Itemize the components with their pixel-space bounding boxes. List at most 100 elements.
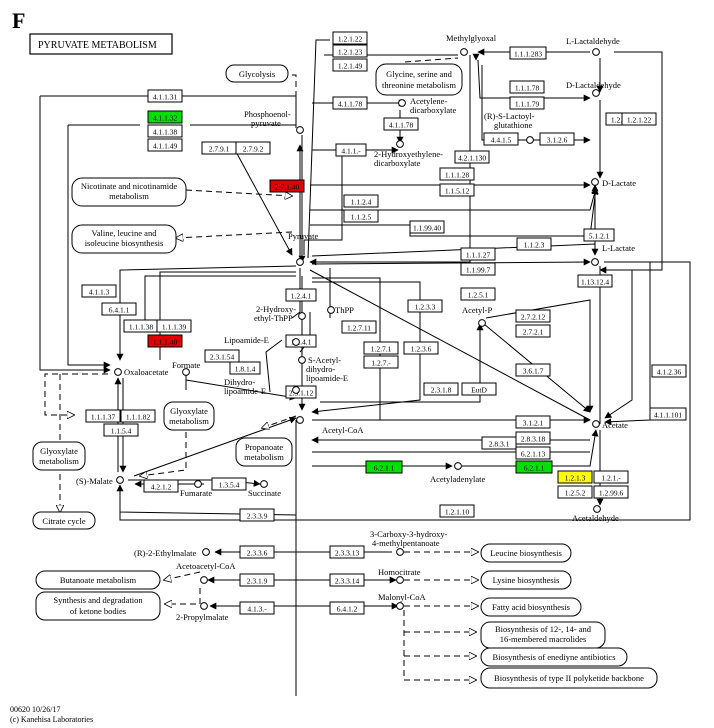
compound-node[interactable] [296, 126, 304, 134]
pathway-box[interactable] [32, 511, 96, 530]
compound-node[interactable] [591, 258, 599, 266]
enzyme-box[interactable]: 4.1.3.- [239, 601, 275, 615]
enzyme-box[interactable]: 2.3.3.9 [239, 508, 275, 522]
compound-node[interactable] [396, 548, 404, 556]
enzyme-box[interactable]: 1.1.1.37 [85, 409, 121, 423]
enzyme-box[interactable]: 3.1.2.1 [515, 415, 551, 429]
compound-node[interactable] [591, 178, 599, 186]
compound-node[interactable] [592, 420, 600, 428]
enzyme-box[interactable]: 2.3.3.6 [239, 545, 275, 559]
enzyme-box[interactable]: 1.2.99.6 [593, 485, 629, 499]
enzyme-box[interactable]: 1.1.99.7 [460, 262, 496, 276]
compound-node[interactable] [592, 89, 600, 97]
enzyme-box[interactable]: 1.2.5.2 [557, 485, 593, 499]
enzyme-box[interactable]: 4.2.1.2 [143, 479, 179, 493]
enzyme-box[interactable]: 1.2.7.1 [363, 341, 399, 355]
enzyme-box[interactable]: 1.2.1.23 [332, 44, 368, 58]
enzyme-box[interactable]: 4.1.1.78 [332, 96, 368, 110]
enzyme-box[interactable]: 4.1.1.- [335, 143, 367, 157]
pathway-box[interactable] [480, 647, 628, 667]
enzyme-box[interactable]: 6.4.1.2 [329, 601, 365, 615]
enzyme-box[interactable]: 1.13.12.4 [577, 274, 613, 288]
compound-node[interactable] [460, 48, 468, 56]
enzyme-box[interactable]: 4.1.1.31 [147, 89, 183, 103]
enzyme-box[interactable]: 1.2.1.49 [332, 58, 368, 72]
pathway-box[interactable] [163, 401, 215, 431]
compound-node[interactable] [593, 505, 601, 513]
pathway-box[interactable] [35, 570, 161, 590]
compound-node[interactable] [592, 48, 600, 56]
enzyme-box[interactable]: 4.1.1.101 [649, 407, 687, 421]
enzyme-box[interactable]: 1.1.1.283 [509, 46, 547, 60]
enzyme-box[interactable]: 6.2.1.1 [515, 460, 553, 474]
enzyme-box[interactable]: 1.2.1.22 [621, 112, 657, 126]
enzyme-box[interactable]: 1.1.2.3 [516, 237, 552, 251]
compound-node[interactable] [298, 312, 306, 320]
enzyme-box[interactable]: 4.1.1.32 [147, 110, 183, 124]
compound-node[interactable] [526, 136, 534, 144]
enzyme-box[interactable]: 1.1.99.40 [409, 220, 445, 234]
enzyme-box[interactable]: 1.2.1.10 [439, 504, 475, 518]
enzyme-box[interactable]: 1.2.7.11 [341, 320, 377, 334]
enzyme-box[interactable]: 2.7.9.1 [201, 141, 237, 155]
compound-node[interactable] [194, 480, 202, 488]
enzyme-box[interactable]: 1.2.7.- [363, 355, 399, 369]
compound-node[interactable] [116, 476, 124, 484]
enzyme-box[interactable]: 6.2.1.1 [365, 460, 403, 474]
pathway-box[interactable] [71, 224, 177, 254]
enzyme-box[interactable]: 1.2.1.3 [557, 470, 593, 484]
enzyme-box[interactable]: 4.2.1.130 [454, 150, 490, 164]
enzyme-box[interactable]: 1.1.1.78 [509, 80, 545, 94]
compound-node[interactable] [298, 356, 306, 364]
enzyme-box[interactable]: 1.1.1.28 [439, 167, 475, 181]
enzyme-box[interactable]: 1.2.5.1 [460, 287, 496, 301]
enzyme-box[interactable]: 4.1.2.36 [651, 364, 687, 378]
enzyme-box[interactable]: 2.7.9.2 [235, 141, 271, 155]
enzyme-box[interactable]: 2.3.1.9 [239, 573, 275, 587]
enzyme-box[interactable]: 1.1.1.38 [123, 319, 159, 333]
enzyme-box[interactable]: 1.8.1.4 [229, 361, 261, 375]
compound-node[interactable] [327, 306, 335, 314]
pathway-box[interactable] [480, 570, 572, 590]
enzyme-box[interactable]: 3.1.2.6 [539, 132, 575, 146]
compound-node[interactable] [292, 338, 300, 346]
compound-node[interactable] [292, 386, 300, 394]
compound-node[interactable] [396, 602, 404, 610]
enzyme-box[interactable]: 1.1.1.39 [156, 319, 192, 333]
enzyme-box[interactable]: 4.1.1.38 [147, 124, 183, 138]
enzyme-box[interactable]: 1.2.1.- [593, 470, 629, 484]
enzyme-box[interactable]: 3.6.1.7 [515, 363, 551, 377]
pathway-box[interactable] [480, 597, 582, 617]
enzyme-box[interactable]: EutD [461, 382, 497, 396]
compound-node[interactable] [396, 576, 404, 584]
compound-node[interactable] [200, 602, 208, 610]
enzyme-box[interactable]: 1.1.2.5 [343, 209, 379, 223]
enzyme-box[interactable]: 6.4.1.1 [101, 302, 137, 316]
enzyme-box[interactable]: 2.3.1.12 [285, 385, 317, 399]
compound-node[interactable] [114, 368, 122, 376]
compound-node[interactable] [202, 548, 210, 556]
enzyme-box[interactable]: 1.1.1.40 [147, 334, 183, 348]
enzyme-box[interactable]: 2.7.2.1 [515, 324, 551, 338]
enzyme-box[interactable]: 1.1.1.82 [120, 409, 156, 423]
compound-node[interactable] [296, 258, 304, 266]
enzyme-box[interactable]: 1.2.3.3 [407, 299, 443, 313]
enzyme-box[interactable]: 1.1.5.4 [103, 423, 139, 437]
enzyme-box[interactable]: 2.3.1.54 [204, 349, 240, 363]
enzyme-box[interactable]: 2.3.3.14 [329, 573, 365, 587]
compound-node[interactable] [398, 99, 406, 107]
enzyme-box[interactable]: 2.8.3.18 [515, 431, 551, 445]
enzyme-box[interactable]: 2.8.3.1 [481, 436, 517, 450]
enzyme-box[interactable]: 4.1.1.49 [147, 138, 183, 152]
compound-node[interactable] [182, 368, 190, 376]
enzyme-box[interactable]: 4.1.1.3 [81, 284, 117, 298]
compound-node[interactable] [454, 462, 462, 470]
enzyme-box[interactable]: 1.2.3.6 [403, 341, 439, 355]
enzyme-box[interactable]: 1.2.1.22 [332, 31, 368, 45]
compound-node[interactable] [478, 319, 486, 327]
enzyme-box[interactable]: 4.1.1.78 [383, 117, 419, 131]
pathway-box[interactable] [32, 441, 86, 471]
compound-node[interactable] [396, 140, 404, 148]
enzyme-box[interactable]: 2.3.1.8 [423, 382, 459, 396]
enzyme-box[interactable]: 2.7.1.40 [269, 179, 305, 193]
